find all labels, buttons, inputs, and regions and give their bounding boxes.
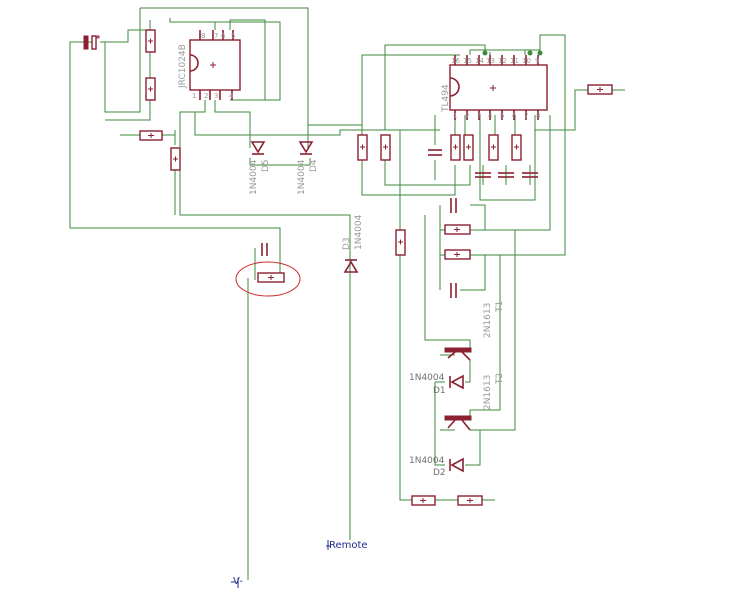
tl494-top-pins [454,55,539,65]
tl494-pin-12: 12 [498,57,507,65]
d3-name-label: D3 [342,237,352,250]
tl494-bottom-pins [454,110,539,120]
d4-value-label: 1N4004 [297,159,307,195]
electrolytic-capacitor[interactable] [83,35,100,50]
jrc-pin-1: 1 [192,92,196,100]
jrc-pin-3: 3 [214,92,218,100]
resistor[interactable] [463,134,474,161]
tl494-pin-6: 6 [512,112,517,120]
d4-name-label: D4 [309,159,319,172]
tl494-pin-9: 9 [535,57,539,65]
tl494-pin-10: 10 [522,57,531,65]
resistor[interactable] [139,130,163,141]
jrc-pin-4: 4 [229,92,234,100]
tl494-pin-7: 7 [524,112,528,120]
capacitor[interactable] [428,149,442,156]
capacitor[interactable] [475,172,491,178]
jrc-ic-label: JRC1024B [178,44,188,89]
diode-d4[interactable] [298,141,314,155]
tl494-pin-5: 5 [500,112,504,120]
resistor[interactable] [450,134,461,161]
tl494-pin-13: 13 [486,57,495,65]
diode-d2[interactable] [449,457,464,473]
capacitor[interactable] [261,243,268,256]
jrc-ic[interactable]: JRC1024B 8 7 6 5 1 2 3 4 [178,30,241,100]
resistor[interactable] [587,84,613,95]
t2-name-label: T2 [495,373,505,385]
resistor[interactable] [380,134,391,161]
tl494-pin-15: 15 [463,57,472,65]
capacitor[interactable] [450,198,457,213]
diode-d3[interactable] [343,259,359,273]
tl494-ic-label: TL494 [441,84,451,113]
tl494-pin-2: 2 [465,112,469,120]
junction-dots [482,50,543,56]
resistor[interactable] [444,249,471,260]
resistor[interactable] [444,224,471,235]
jrc-pin-8: 8 [201,32,205,40]
tl494-pin-4: 4 [488,112,493,120]
d2-name-label: D2 [433,468,446,478]
component-labels: 1N4004 D5 1N4004 D4 D3 1N4004 1N4004 D1 … [249,159,505,478]
jrc-pin-5: 5 [231,32,235,40]
t2-value-label: 2N1613 [483,375,493,410]
remote-net-label: Remote [329,540,368,551]
diode-d5[interactable] [250,141,266,155]
jrc-pin-7: 7 [214,32,218,40]
resistor[interactable] [395,229,406,256]
tl494-pin-8: 8 [536,112,540,120]
resistor[interactable] [145,77,156,101]
resistor[interactable] [411,495,436,506]
t1-name-label: T1 [495,301,505,313]
resistor[interactable] [145,29,156,53]
resistor[interactable] [457,495,483,506]
capacitor[interactable] [450,283,457,298]
tl494-pin-3: 3 [477,112,481,120]
capacitors [83,35,538,298]
highlight-ellipse [235,261,301,297]
tl494-pin-11: 11 [510,57,519,65]
t1-value-label: 2N1613 [483,303,493,338]
vminus-net-label: V- [233,576,243,587]
net-labels: Remote V- [231,540,368,587]
tl494-pin-14: 14 [475,57,484,65]
tl494-ic[interactable]: TL494 16 15 14 13 12 11 10 9 1 2 3 4 5 6… [441,55,548,120]
jrc-pin-6: 6 [221,32,226,40]
tl494-pin-1: 1 [453,112,457,120]
capacitor[interactable] [522,172,538,178]
d2-value-label: 1N4004 [409,456,445,466]
resistor[interactable] [511,134,522,161]
highlighted-resistor[interactable] [257,272,285,283]
transistor-t1[interactable] [444,347,472,361]
tl494-pin-16: 16 [451,57,460,65]
transistor-t2[interactable] [444,415,472,431]
d1-value-label: 1N4004 [409,373,445,383]
resistor[interactable] [357,134,368,161]
resistors [139,29,613,506]
resistor[interactable] [170,147,181,171]
diode-d1[interactable] [449,374,464,390]
d3-value-label: 1N4004 [354,214,364,250]
resistor[interactable] [488,134,499,161]
d5-value-label: 1N4004 [249,159,259,195]
capacitor[interactable] [498,172,514,178]
jrc-pin-2: 2 [204,92,208,100]
d5-name-label: D5 [261,159,271,172]
d1-name-label: D1 [433,386,446,396]
